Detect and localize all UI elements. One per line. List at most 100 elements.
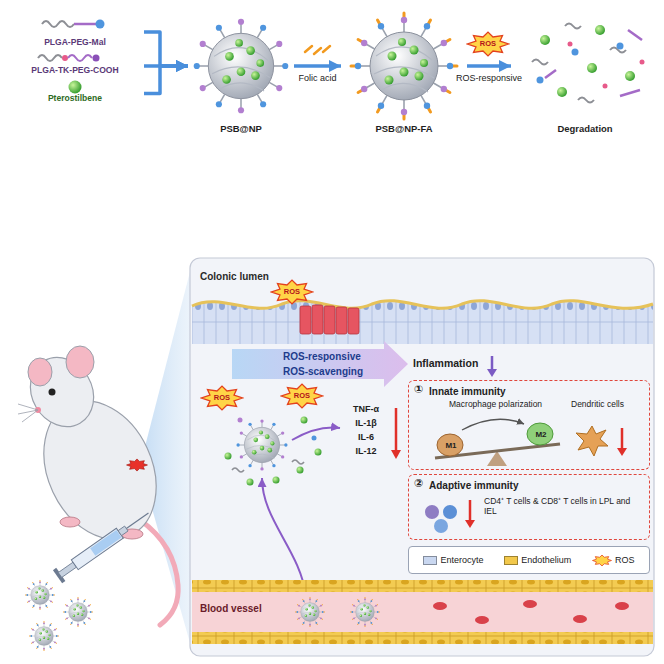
degradation-fragments <box>568 42 573 47</box>
syringe <box>90 530 121 556</box>
released-drug <box>247 479 254 486</box>
blood-vessel <box>192 632 653 644</box>
drug-sphere <box>69 81 82 94</box>
arrow-text: ROS-responsive <box>283 351 361 363</box>
t-cells <box>434 519 448 533</box>
degradation-fragments <box>532 60 548 65</box>
macrophage-seesaw <box>527 423 553 445</box>
mouse-illustration <box>127 459 148 471</box>
decrease-arrow <box>469 500 472 522</box>
cytokine-label: IL-12 <box>355 446 376 456</box>
degradation-fragments <box>537 77 544 84</box>
mouse-illustration <box>49 389 56 396</box>
particle-stage: Degradation <box>511 14 659 138</box>
blood-vessel <box>192 580 653 644</box>
down-arrow <box>491 356 494 371</box>
mouse-illustration <box>60 517 80 527</box>
blood-vessel <box>475 616 489 624</box>
folic-acid-icon <box>314 48 321 54</box>
decrease-arrow <box>391 408 401 459</box>
ros-burst <box>271 280 312 304</box>
blood-vessel <box>523 600 537 608</box>
degradation-fragments <box>545 70 556 78</box>
ros-burst <box>201 386 242 410</box>
legend-sample <box>593 555 612 566</box>
released-drug <box>232 460 304 472</box>
blood-vessel <box>192 592 653 632</box>
t-cells <box>443 505 457 519</box>
syringe <box>118 526 128 536</box>
degradation-fragments <box>568 42 645 89</box>
mouse-illustration <box>22 410 38 422</box>
blood-vessel <box>350 597 379 626</box>
polymer-icon <box>42 20 105 29</box>
degradation-fragments <box>540 25 635 97</box>
legend-text: ROS <box>615 555 635 565</box>
nanoparticle-fa <box>351 13 457 119</box>
flow-arrow <box>292 428 340 441</box>
polymer-icon <box>93 55 100 62</box>
degradation-fragments <box>603 84 608 89</box>
released-drug <box>297 467 304 474</box>
particle-stage: PSB@NP-FA <box>341 14 467 138</box>
legend-item: Enterocyte <box>423 555 483 565</box>
colon-epithelium <box>324 306 335 334</box>
cell-label: M1 <box>445 441 456 450</box>
released-drug <box>238 418 243 423</box>
folic-acid-icon <box>323 46 330 52</box>
mouse-illustration <box>140 520 178 625</box>
released-drug <box>301 417 308 424</box>
blood-vessel <box>433 600 629 624</box>
degradation-fragments <box>587 63 597 73</box>
arrow-text: ROS-scavenging <box>283 366 363 378</box>
polymer-icon <box>42 21 74 27</box>
decrease-arrow <box>465 520 475 528</box>
degradation-fragments <box>532 24 645 103</box>
colon-epithelium <box>192 301 653 309</box>
ros-burst <box>467 32 508 56</box>
down-arrow <box>487 369 497 377</box>
ros-label: ROS <box>214 394 230 403</box>
released-drug <box>225 417 322 486</box>
legend-sample <box>592 554 612 567</box>
mouse-illustration <box>18 346 106 438</box>
syringe <box>126 513 148 528</box>
syringe <box>71 528 123 569</box>
legend-swatch <box>504 556 518 565</box>
cytokine-label: IL-6 <box>358 432 374 442</box>
legend-item: Endothelium <box>504 555 571 565</box>
decrease-arrow <box>621 428 624 450</box>
folic-acid-icon <box>305 46 312 52</box>
mouse-illustration <box>18 404 38 422</box>
legend-text: Enterocyte <box>440 555 483 565</box>
particle-name: PSB@NP-FA <box>341 124 467 135</box>
degradation-fragments <box>625 71 635 81</box>
decrease-arrow <box>391 450 401 459</box>
folic-acid-icon <box>305 46 330 54</box>
mouse-illustration <box>18 346 178 625</box>
material-name: Pterostilbene <box>6 94 144 104</box>
nanoparticle <box>236 419 287 470</box>
colon-epithelium <box>300 306 311 334</box>
degradation-fragments <box>532 24 626 103</box>
particle-stage: PSB@NP <box>188 14 294 138</box>
degradation-fragments <box>620 90 640 96</box>
blood-vessel <box>295 597 324 626</box>
nanoparticle <box>63 597 92 626</box>
macrophage-seesaw <box>435 419 560 466</box>
legend-item: ROS <box>592 554 635 567</box>
degradation-fragments <box>545 30 642 96</box>
degradation-fragments <box>595 25 605 35</box>
released-drug <box>292 460 304 464</box>
released-drug <box>225 417 322 486</box>
macrophage-seesaw <box>462 419 524 430</box>
legend-swatch <box>423 556 437 565</box>
process-label: Inflammation <box>413 357 478 369</box>
edge-label: Folic acid <box>296 73 338 83</box>
cytokine-label: TNF-α <box>353 404 379 414</box>
colon-epithelium <box>336 307 347 334</box>
ros-label: ROS <box>284 288 300 297</box>
cell-label: M2 <box>535 430 546 439</box>
cytokine-label: IL-1β <box>355 418 377 428</box>
blood-vessel <box>573 615 587 623</box>
